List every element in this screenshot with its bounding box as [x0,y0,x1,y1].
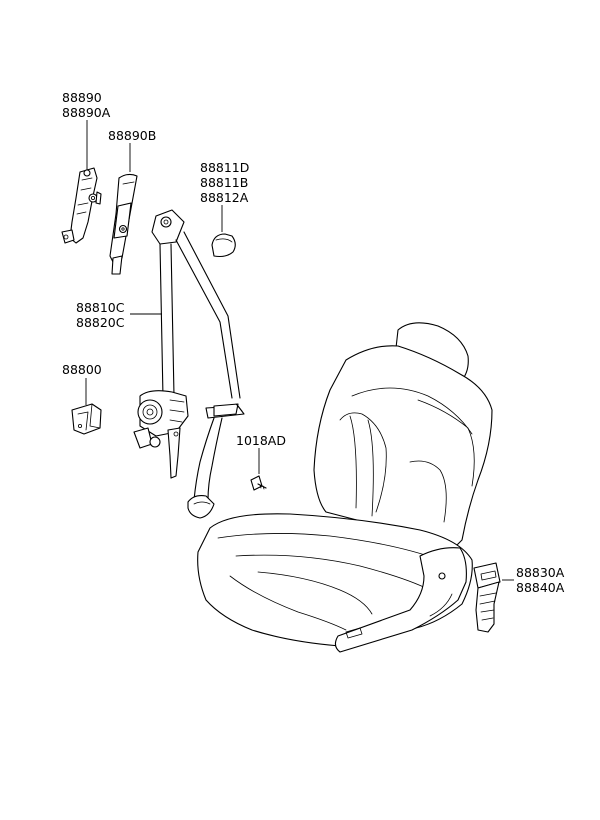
retractor-bracket-part [71,403,102,435]
label-88890a: 88890A [62,105,111,120]
seat-belt-assembly-part [133,209,245,519]
bolt-part [250,475,267,491]
label-1018ad: 1018AD [236,433,286,448]
label-88812a: 88812A [200,190,249,205]
label-88820c: 88820C [76,315,125,330]
label-88840a: 88840A [516,580,565,595]
label-88800: 88800 [62,362,102,377]
guide-cover-part [109,173,138,275]
seat-belt-buckle-part [473,562,501,633]
seat-illustration [197,322,493,653]
anchor-cover-part [211,233,236,258]
height-adjuster-part [61,167,102,244]
label-88890: 88890 [62,90,102,105]
label-88811d: 88811D [200,160,249,175]
label-88810c: 88810C [76,300,125,315]
label-88890b: 88890B [108,128,156,143]
label-88811b: 88811B [200,175,248,190]
leader-lines [85,120,514,581]
label-88830a: 88830A [516,565,565,580]
